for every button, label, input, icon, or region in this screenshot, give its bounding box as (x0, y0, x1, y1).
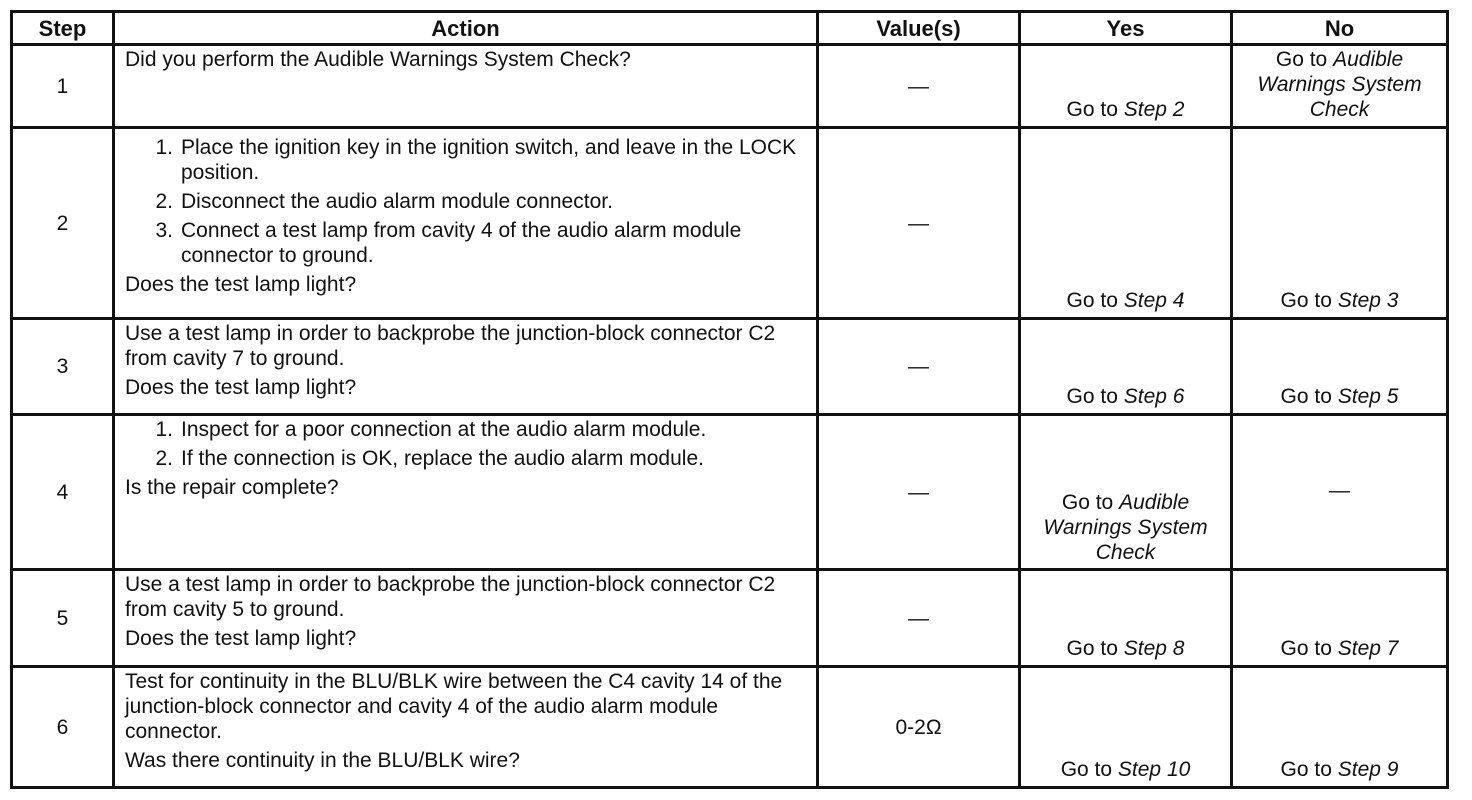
substep-item: 1.Inspect for a poor connection at the a… (155, 418, 707, 441)
header-action: Action (112, 10, 819, 46)
no-cell: — (1230, 413, 1449, 571)
yes-ref: Audible Warnings System Check (1043, 491, 1208, 564)
substep-item: 2.Disconnect the audio alarm module conn… (155, 190, 613, 213)
action-cell: Did you perform the Audible Warnings Sys… (112, 43, 819, 129)
action-cell: Test for continuity in the BLU/BLK wire … (112, 665, 819, 789)
step-number: 1 (10, 43, 115, 129)
no-prefix: Go to (1275, 48, 1328, 71)
no-prefix: Go to (1280, 289, 1332, 312)
substep-list: 1.Place the ignition key in the ignition… (125, 135, 806, 268)
table-row: 1 Did you perform the Audible Warnings S… (10, 43, 1449, 129)
no-prefix: Go to (1280, 758, 1332, 781)
step-number: 4 (10, 413, 115, 571)
yes-prefix: Go to (1066, 385, 1118, 408)
yes-prefix: Go to (1066, 637, 1118, 660)
yes-prefix: Go to (1066, 98, 1118, 121)
action-text: Did you perform the Audible Warnings Sys… (125, 48, 631, 71)
yes-goto: Go to Step 2 (1067, 98, 1185, 121)
no-prefix: Go to (1280, 385, 1332, 408)
yes-cell: Go to Step 6 (1018, 317, 1233, 416)
no-ref: Step 9 (1337, 758, 1399, 781)
no-cell: Go to Step 9 (1230, 665, 1449, 789)
yes-prefix: Go to (1060, 758, 1113, 781)
action-text: Use a test lamp in order to backprobe th… (125, 573, 776, 621)
action-question: Does the test lamp light? (125, 376, 357, 399)
no-cell: Go to Step 5 (1230, 317, 1449, 416)
yes-cell: Go to Audible Warnings System Check (1018, 413, 1233, 571)
step-number: 5 (10, 568, 115, 668)
header-step: Step (10, 10, 115, 46)
yes-cell: Go to Step 2 (1018, 43, 1233, 129)
value-cell: — (816, 413, 1021, 571)
no-cell: Go to Audible Warnings System Check (1230, 43, 1449, 129)
no-cell: Go to Step 3 (1230, 126, 1449, 320)
header-row: Step Action Value(s) Yes No (10, 10, 1449, 46)
action-question: Was there continuity in the BLU/BLK wire… (125, 749, 520, 772)
substep-item: 1.Place the ignition key in the ignition… (155, 136, 797, 184)
action-cell: Use a test lamp in order to backprobe th… (112, 568, 819, 668)
yes-ref: Step 6 (1123, 385, 1185, 408)
yes-ref: Step 2 (1123, 98, 1185, 121)
yes-ref: Step 10 (1117, 758, 1191, 781)
no-cell: Go to Step 7 (1230, 568, 1449, 668)
no-ref: Step 7 (1337, 637, 1399, 660)
value-cell: — (816, 43, 1021, 129)
table-row: 6 Test for continuity in the BLU/BLK wir… (10, 665, 1449, 789)
substep-item: 2.If the connection is OK, replace the a… (155, 447, 704, 470)
table-row: 2 1.Place the ignition key in the igniti… (10, 126, 1449, 320)
no-prefix: Go to (1280, 637, 1332, 660)
step-number: 2 (10, 126, 115, 320)
value-cell: — (816, 126, 1021, 320)
action-text: Test for continuity in the BLU/BLK wire … (125, 670, 783, 743)
no-ref: Step 3 (1337, 289, 1399, 312)
action-question: Does the test lamp light? (125, 273, 357, 296)
substep-list: 1.Inspect for a poor connection at the a… (125, 417, 806, 471)
yes-cell: Go to Step 4 (1018, 126, 1233, 320)
action-question: Does the test lamp light? (125, 627, 357, 650)
yes-cell: Go to Step 10 (1018, 665, 1233, 789)
table-row: 5 Use a test lamp in order to backprobe … (10, 568, 1449, 668)
header-value: Value(s) (816, 10, 1021, 46)
no-ref: Audible Warnings System Check (1257, 48, 1422, 121)
value-cell: — (816, 568, 1021, 668)
yes-ref: Step 4 (1123, 289, 1185, 312)
table-row: 3 Use a test lamp in order to backprobe … (10, 317, 1449, 416)
step-number: 6 (10, 665, 115, 789)
header-yes: Yes (1018, 10, 1233, 46)
no-ref: Step 5 (1337, 385, 1399, 408)
action-cell: 1.Inspect for a poor connection at the a… (112, 413, 819, 571)
action-cell: 1.Place the ignition key in the ignition… (112, 126, 819, 320)
yes-cell: Go to Step 8 (1018, 568, 1233, 668)
step-number: 3 (10, 317, 115, 416)
diagnostic-table: Step Action Value(s) Yes No 1 Did you pe… (10, 10, 1449, 789)
substep-item: 3.Connect a test lamp from cavity 4 of t… (155, 219, 742, 267)
table-row: 4 1.Inspect for a poor connection at the… (10, 413, 1449, 571)
value-cell: 0-2Ω (816, 665, 1021, 789)
yes-prefix: Go to (1061, 491, 1114, 514)
yes-ref: Step 8 (1123, 637, 1185, 660)
yes-prefix: Go to (1066, 289, 1118, 312)
header-no: No (1230, 10, 1449, 46)
value-cell: — (816, 317, 1021, 416)
action-question: Is the repair complete? (125, 476, 339, 499)
action-text: Use a test lamp in order to backprobe th… (125, 322, 776, 370)
action-cell: Use a test lamp in order to backprobe th… (112, 317, 819, 416)
